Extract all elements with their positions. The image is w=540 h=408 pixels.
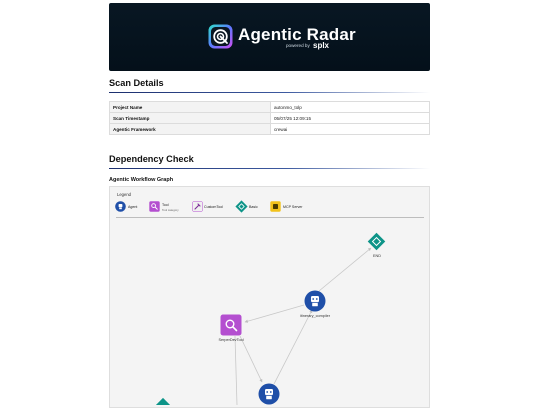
legend-label-custom-tool: CustomTool — [204, 205, 223, 209]
tool-icon — [149, 201, 160, 212]
edge-agent-to-end — [318, 247, 372, 292]
edge-agent2-to-agent1 — [273, 309, 313, 385]
detail-key: Agentic Framework — [109, 123, 271, 135]
detail-key: Scan Timestamp — [109, 112, 271, 124]
legend-label-basic: Basic — [249, 205, 258, 209]
app-title: Agentic Radar — [238, 25, 356, 44]
radar-logo-icon — [208, 24, 233, 49]
edge-tool-down — [234, 335, 238, 405]
dependency-check-divider — [109, 168, 430, 169]
scan-details-divider — [109, 92, 430, 93]
table-row: Project Name autonmo_tolp — [109, 101, 430, 113]
legend-divider — [116, 217, 424, 218]
tool-node-icon[interactable] — [220, 314, 242, 336]
workflow-graph-canvas[interactable] — [109, 186, 430, 408]
tool-node-label: SerperDevTool — [218, 338, 244, 342]
basic-node-icon[interactable] — [155, 397, 171, 405]
edge-tool-to-agent2 — [239, 335, 263, 383]
agent-node-icon[interactable] — [304, 290, 326, 312]
agent-node-label: itinerary_compiler — [300, 314, 330, 318]
detail-value: 05/07/25 12:09:15 — [270, 112, 430, 124]
legend-label-agent: Agent — [128, 205, 138, 209]
mcp-server-icon — [270, 201, 281, 212]
agent-icon — [115, 201, 126, 212]
graph-title: Agentic Workflow Graph — [109, 177, 174, 183]
basic-icon — [235, 200, 248, 213]
custom-tool-icon — [192, 201, 203, 212]
powered-by-text: powered by — [286, 43, 310, 48]
legend-sublabel-tool: Tool category — [162, 208, 179, 212]
graph-edges — [234, 247, 372, 405]
table-row: Scan Timestamp 05/07/25 12:09:15 — [109, 112, 430, 124]
legend-label-tool: Tool — [162, 203, 169, 207]
table-row: Agentic Framework crewai — [109, 123, 430, 135]
agent-node-2-icon[interactable] — [258, 383, 280, 405]
scan-details-title: Scan Details — [109, 78, 164, 88]
scan-details-table: Project Name autonmo_tolp Scan Timestamp… — [109, 101, 430, 135]
brand-name: splx — [313, 40, 330, 50]
legend-label-mcp-server: MCP Server — [283, 205, 303, 209]
header-banner: Agentic Radar powered by splx — [109, 3, 430, 71]
edge-agent-to-tool — [244, 304, 305, 323]
end-node-label: END — [372, 254, 382, 258]
legend-title: Legend — [117, 192, 131, 197]
end-node-icon[interactable] — [367, 232, 386, 251]
dependency-check-title: Dependency Check — [109, 154, 194, 164]
detail-value: crewai — [270, 123, 430, 135]
detail-value: autonmo_tolp — [270, 101, 430, 113]
detail-key: Project Name — [109, 101, 271, 113]
